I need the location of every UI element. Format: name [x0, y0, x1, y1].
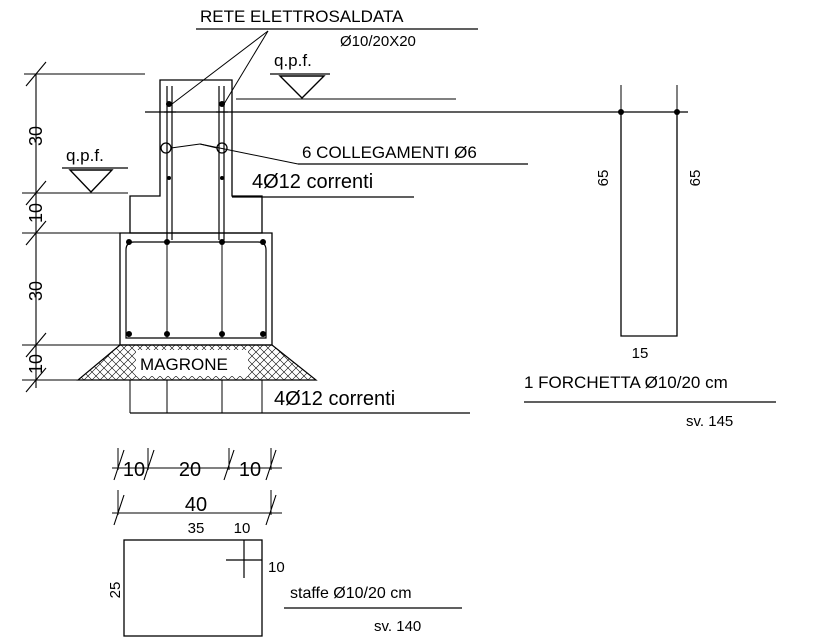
rebar-dot [164, 331, 170, 337]
rebar-dot [260, 331, 266, 337]
horizontal-dim-label: 10 [123, 459, 145, 481]
collegamento-ring-left [160, 142, 172, 154]
horizontal-dimensions: 10 20 10 40 [112, 448, 282, 526]
vertical-dim-label: 30 [26, 281, 46, 301]
qpf-upper-triangle [278, 75, 326, 99]
total-dim-label: 40 [185, 494, 207, 516]
staffa-hook-label: 10 [234, 520, 251, 537]
rebar-dot [126, 239, 132, 245]
vertical-dim-label: 10 [26, 354, 46, 374]
vertical-dim-tick [25, 220, 47, 246]
collegamenti-label: 6 COLLEGAMENTI Ø6 [302, 143, 477, 162]
wall-and-heel-outline [129, 79, 263, 234]
vertical-dim-label: 30 [26, 126, 46, 146]
forchetta-right-dim: 65 [687, 170, 704, 187]
vertical-dim-tick [25, 332, 47, 358]
qpf-lower-triangle [68, 169, 114, 194]
magrone-layer: MAGRONE [22, 344, 318, 381]
collegamenti-label-group: 6 COLLEGAMENTI Ø6 [170, 143, 528, 165]
rebar-dot [166, 101, 172, 107]
rebar-dot [260, 239, 266, 245]
staffa-height-label: 25 [107, 582, 124, 599]
footing-outline [22, 79, 273, 346]
qpf-lower-marker: q.p.f. [22, 146, 128, 194]
total-dim-tick [113, 494, 125, 526]
footing-stirrup [125, 241, 267, 339]
horizontal-dim-tick [143, 449, 155, 481]
correnti-upper-label: 4Ø12 correnti [252, 171, 373, 193]
vertical-dim-tick [25, 367, 47, 393]
rete-spec-label: Ø10/20X20 [340, 33, 416, 50]
reinforcement [125, 86, 267, 339]
forchetta-left-dim: 65 [595, 170, 612, 187]
forchetta-node-right [674, 109, 680, 115]
qpf-lower-label: q.p.f. [66, 146, 104, 165]
correnti-upper-group: 4Ø12 correnti [232, 171, 414, 198]
vertical-dim-tick [25, 61, 47, 87]
staffa-hook-side-label: 10 [268, 559, 285, 576]
rete-leader-line-right [223, 30, 269, 105]
rebar-dot [126, 331, 132, 337]
forchetta-node-left [618, 109, 624, 115]
forchetta-sv-label: sv. 145 [686, 413, 733, 430]
vertical-dimension-chain: 30 10 30 10 [24, 61, 145, 393]
forchetta-title-label: 1 FORCHETTA Ø10/20 cm [524, 373, 728, 392]
rebar-dot [167, 176, 171, 180]
rebar-dot [164, 239, 170, 245]
forchetta-group: 65 65 15 1 FORCHETTA Ø10/20 cm sv. 145 [145, 85, 776, 430]
staffe-detail: 35 10 10 25 staffe Ø10/20 cm sv. 140 [107, 520, 462, 637]
rebar-dot [219, 239, 225, 245]
rebar-dot [219, 331, 225, 337]
horizontal-dim-label: 20 [179, 459, 201, 481]
rebar-dot [219, 101, 225, 107]
horizontal-dim-tick [113, 449, 125, 481]
forchetta-bottom-dim: 15 [632, 345, 649, 362]
staffe-sv-label: sv. 140 [374, 618, 421, 635]
rete-leader-line-left [171, 30, 269, 105]
forchetta-u-shape [620, 112, 678, 337]
horizontal-dim-label: 10 [239, 459, 261, 481]
staffa-width-label: 35 [188, 520, 205, 537]
vertical-dim-label: 10 [26, 203, 46, 223]
rebar-dot [220, 176, 224, 180]
rete-label-group: RETE ELETTROSALDATA Ø10/20X20 [171, 7, 478, 105]
staffa-rectangle [123, 539, 263, 637]
rete-title-label: RETE ELETTROSALDATA [200, 7, 404, 26]
magrone-label-mask [136, 350, 248, 376]
footing-base-outline [119, 232, 273, 346]
collegamenti-leader-3 [199, 143, 218, 149]
correnti-lower-label: 4Ø12 correnti [274, 388, 395, 410]
vertical-dim-tick [25, 180, 47, 206]
correnti-lower-group: 4Ø12 correnti [129, 380, 470, 414]
qpf-upper-label: q.p.f. [274, 51, 312, 70]
staffe-title-label: staffe Ø10/20 cm [290, 585, 412, 602]
collegamenti-leader-2 [170, 143, 201, 149]
magrone-label: MAGRONE [140, 355, 228, 374]
qpf-upper-marker: q.p.f. [236, 51, 456, 100]
